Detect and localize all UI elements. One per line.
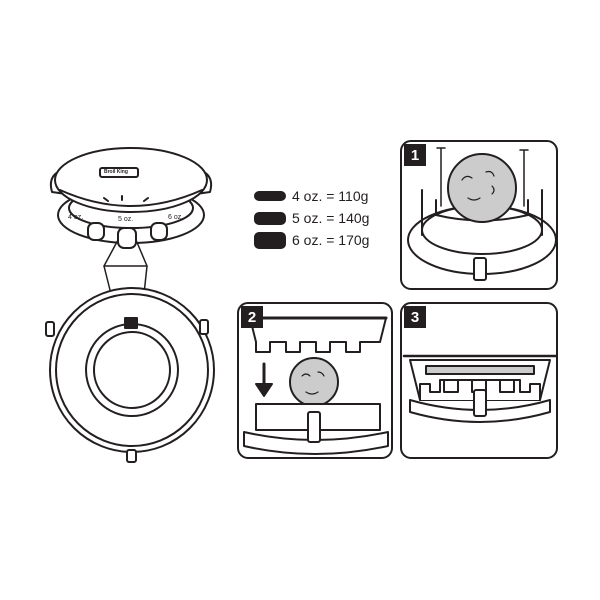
lid-brand-logo: Broil King xyxy=(104,169,128,175)
legend-label-6oz: 6 oz. = 170g xyxy=(292,232,370,248)
step-number-2: 2 xyxy=(241,306,263,328)
legend-label-4oz: 4 oz. = 110g xyxy=(292,188,369,204)
lid-rim xyxy=(59,189,203,207)
dial-knob-3 xyxy=(150,222,168,241)
step-3-panel xyxy=(400,302,558,459)
legend-label-5oz: 5 oz. = 140g xyxy=(292,210,370,226)
base-ring-illustration xyxy=(45,287,215,463)
ring-marker xyxy=(124,317,138,329)
ring-tab-right xyxy=(199,319,209,335)
dial-label-4oz: 4 oz. xyxy=(68,214,84,221)
dial-label-6oz: 6 oz. xyxy=(168,214,184,221)
dial-knob-1 xyxy=(87,222,105,241)
size-legend-swatches xyxy=(254,191,286,249)
legend-swatch-6oz xyxy=(254,232,286,249)
patty-2 xyxy=(289,357,339,407)
legend-swatch-4oz xyxy=(254,191,286,201)
patty-1 xyxy=(447,153,517,223)
dial-label-5oz: 5 oz. xyxy=(118,216,134,223)
lid-arrows xyxy=(103,195,149,202)
ring-tab-left xyxy=(45,321,55,337)
lid-top xyxy=(54,147,208,213)
step-number-1: 1 xyxy=(404,144,426,166)
legend-swatch-5oz xyxy=(254,212,286,225)
step-2-panel xyxy=(237,302,393,459)
ring-tab-bottom xyxy=(126,449,137,463)
step-1-panel xyxy=(400,140,558,290)
press-lid-illustration xyxy=(49,147,213,249)
brand-plate xyxy=(99,167,139,178)
step-number-3: 3 xyxy=(404,306,426,328)
dial-knob-2 xyxy=(117,227,137,249)
